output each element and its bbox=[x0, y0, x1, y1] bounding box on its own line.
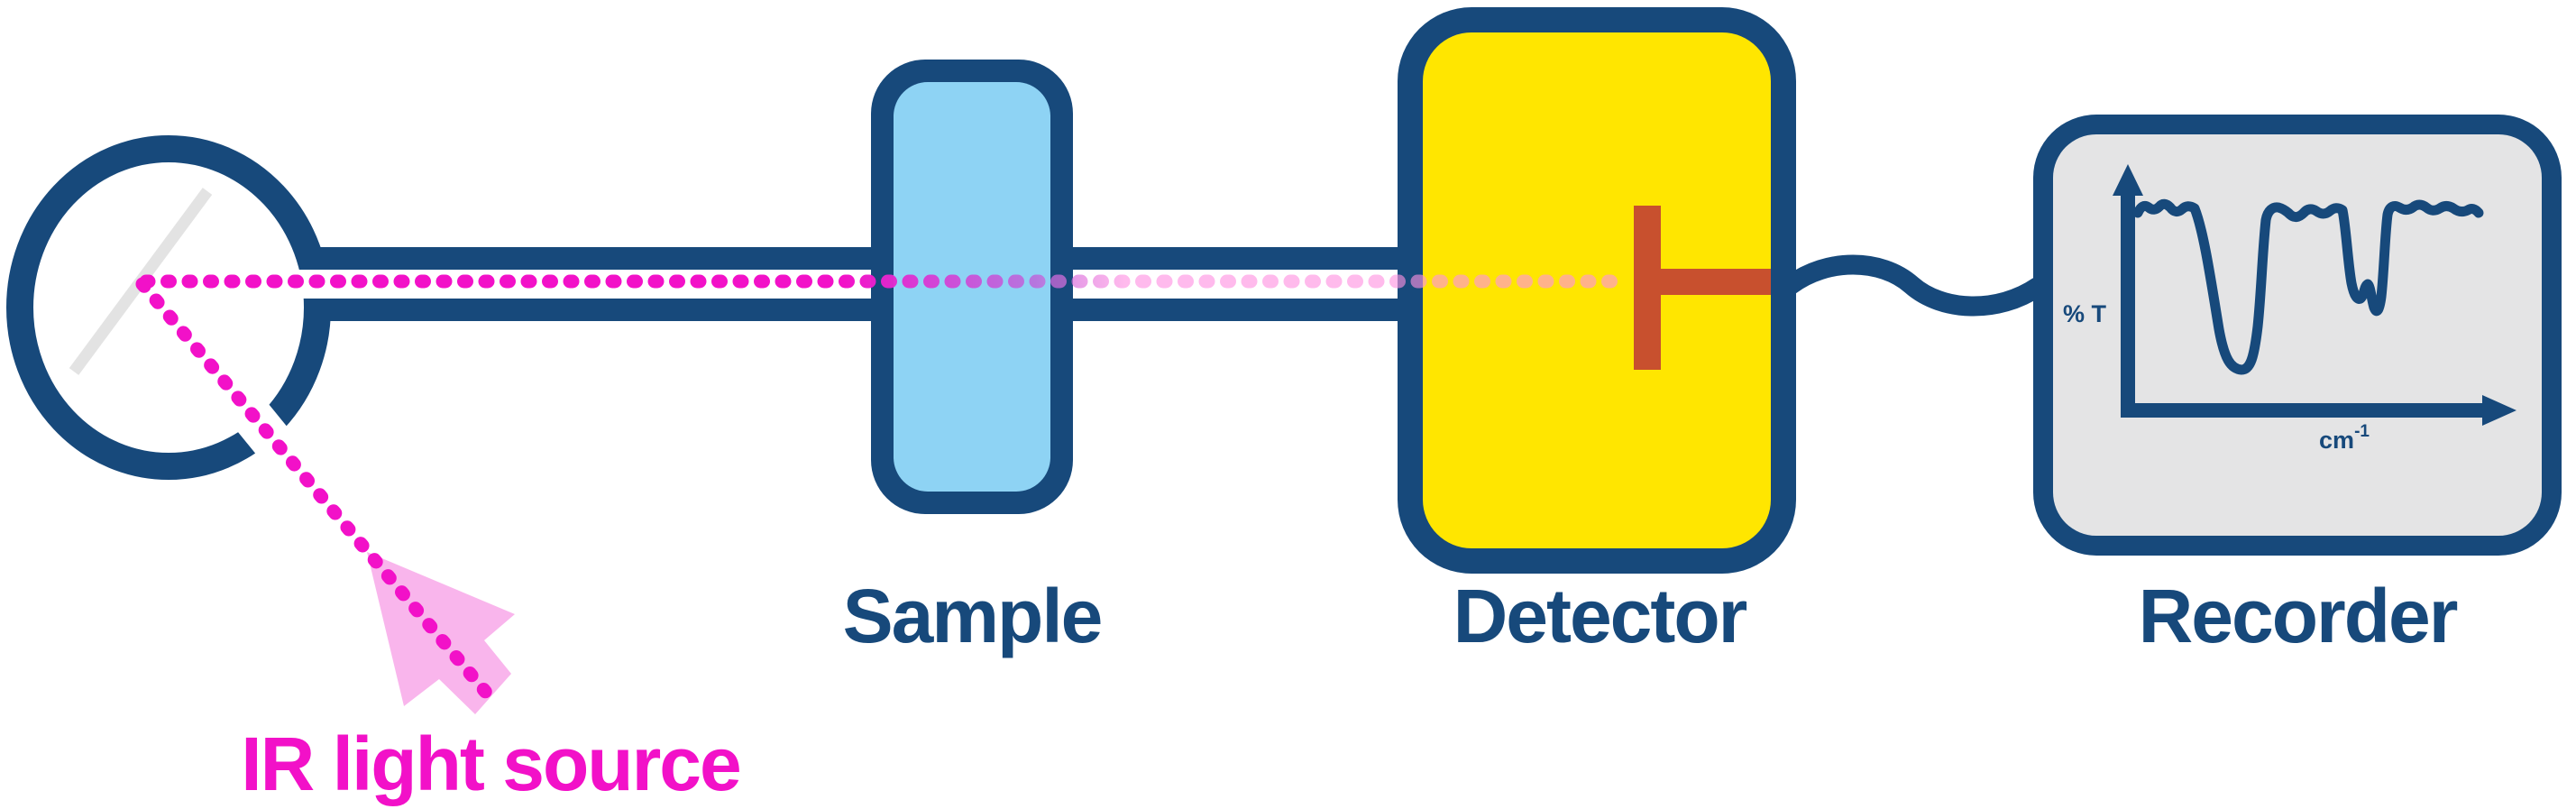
plot-x-label: cm-1 bbox=[2319, 422, 2370, 454]
x-axis-arrow-icon bbox=[2482, 395, 2516, 426]
plot-axes bbox=[2121, 193, 2485, 418]
label-recorder: Recorder bbox=[2139, 574, 2458, 658]
recorder-screen bbox=[2053, 134, 2542, 536]
recorder-box: % T cm-1 bbox=[2033, 115, 2562, 556]
detector-fill bbox=[1423, 32, 1771, 548]
detector-box bbox=[1398, 7, 1796, 574]
plot-y-label: % T bbox=[2063, 300, 2107, 327]
sensor-lead bbox=[1655, 269, 1771, 295]
label-sample: Sample bbox=[843, 574, 1102, 658]
wavy-wire-icon bbox=[1781, 254, 2048, 317]
label-detector: Detector bbox=[1453, 574, 1747, 658]
spectrum-plot: % T cm-1 bbox=[2063, 164, 2516, 454]
beam-diagonal-dots bbox=[135, 277, 500, 707]
dotted-beam-path bbox=[135, 274, 1636, 707]
thermocouple-icon bbox=[1634, 206, 1771, 370]
label-ir-source: IR light source bbox=[241, 722, 739, 806]
y-axis-arrow-icon bbox=[2113, 164, 2143, 196]
spectrum-curve-icon bbox=[2132, 198, 2484, 375]
